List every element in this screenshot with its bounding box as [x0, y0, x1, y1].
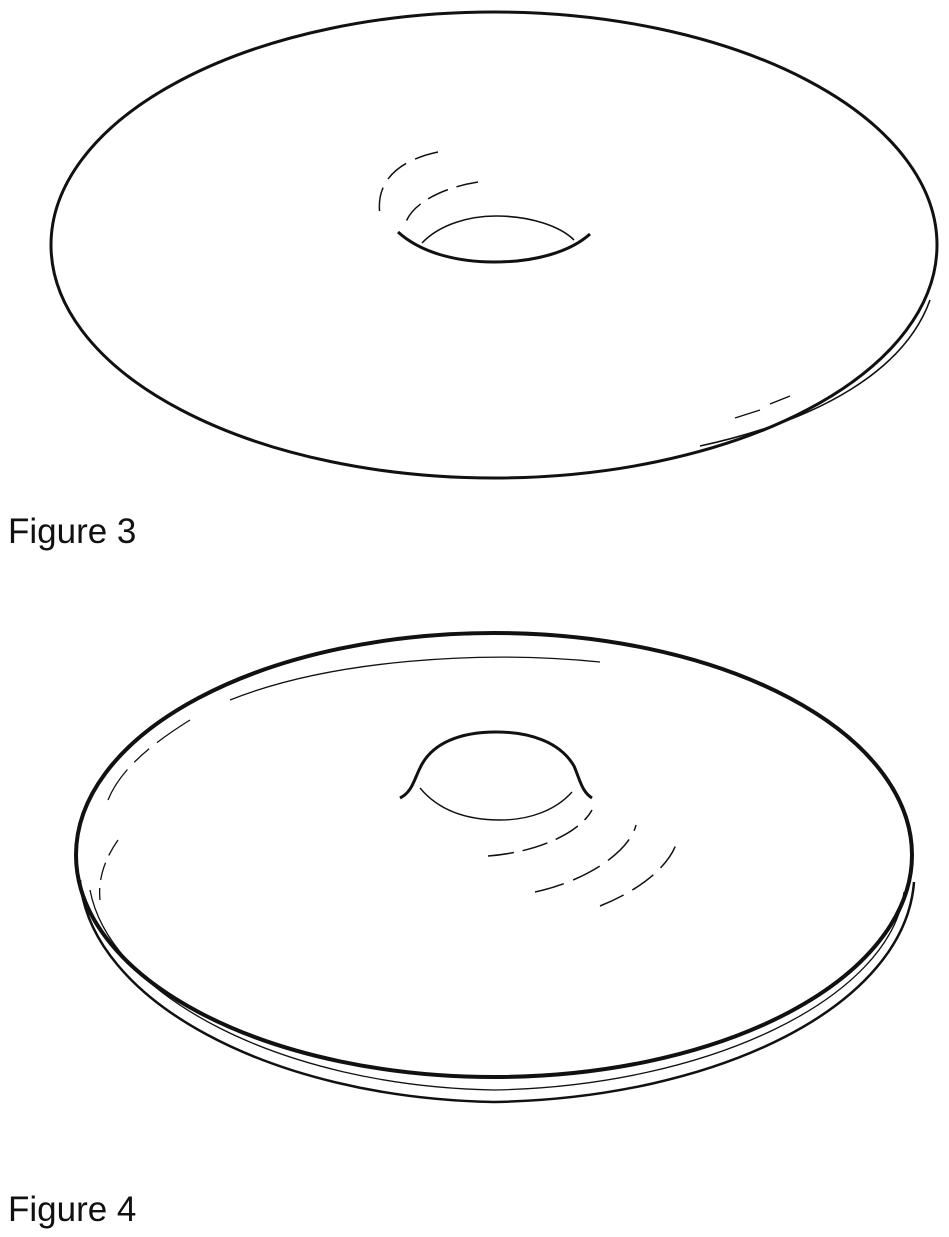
- hole-highlight-arc-outer: [379, 152, 438, 215]
- centre-hole-upper-edge: [422, 216, 574, 243]
- disc-outline: [51, 12, 937, 478]
- hub-highlight-arc-2: [535, 825, 636, 892]
- figure-3-drawing: [0, 0, 949, 500]
- hub-base-curve: [420, 788, 572, 820]
- hub-outline: [400, 732, 592, 798]
- disc-rim-inner-line: [90, 890, 904, 1090]
- disc-rim-edge: [700, 300, 930, 446]
- figure-4-caption: Figure 4: [8, 1192, 136, 1227]
- centre-hole-lower-edge: [398, 232, 590, 262]
- figure-4-drawing: [0, 620, 949, 1140]
- rim-highlight-left-2: [100, 840, 118, 900]
- figure-3-caption: Figure 3: [8, 514, 136, 549]
- hub-highlight-arc-1: [488, 810, 592, 856]
- disc-rim-highlight: [735, 396, 790, 418]
- disc-outline-bottom: [80, 880, 914, 1102]
- hub-highlight-arc-3: [600, 838, 678, 906]
